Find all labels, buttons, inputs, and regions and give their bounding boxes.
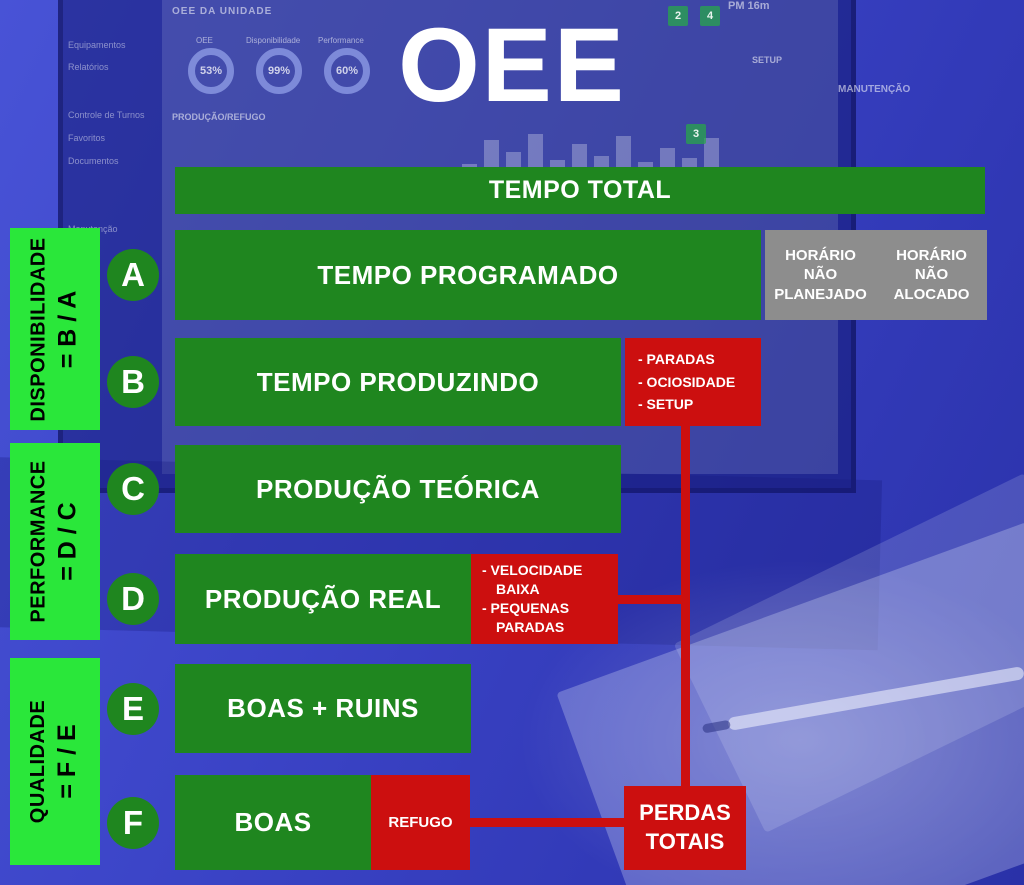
performance-formula: = D / C: [53, 502, 82, 581]
bg-badge: 3: [686, 124, 706, 144]
pen-background: [727, 666, 1024, 731]
connector-quality-loss: [470, 818, 627, 827]
bg-donut-label: Disponibilidade: [246, 36, 301, 45]
boas-bar: BOAS: [175, 775, 371, 870]
boas-ruins-label: BOAS + RUINS: [227, 693, 419, 723]
availability-losses-box: - PARADAS - OCIOSIDADE - SETUP: [625, 338, 761, 426]
tempo-total-bar: TEMPO TOTAL: [175, 167, 985, 214]
producao-real-label: PRODUÇÃO REAL: [204, 583, 442, 614]
bg-sidebar-item: Documentos: [68, 156, 119, 166]
bg-badge: 4: [700, 6, 720, 26]
producao-teorica-bar: PRODUÇÃO TEÓRICA: [175, 445, 621, 533]
bg-donut-label: OEE: [196, 36, 213, 45]
qualidade-name: QUALIDADE: [27, 699, 50, 824]
row-letter-b: B: [107, 356, 159, 408]
performance-name: PERFORMANCE: [27, 460, 50, 623]
bg-badge: 2: [668, 6, 688, 26]
producao-teorica-label: PRODUÇÃO TEÓRICA: [256, 473, 540, 504]
bg-donut-chart: 99%: [256, 48, 302, 94]
paper2-background: [673, 473, 1024, 833]
row-letter-d: D: [107, 573, 159, 625]
bg-donut-label: Performance: [318, 36, 364, 45]
tempo-total-label: TEMPO TOTAL: [488, 176, 672, 204]
qualidade-formula: = F / E: [53, 724, 82, 799]
row-letter-e: E: [107, 683, 159, 735]
row-letter-c: C: [107, 463, 159, 515]
tempo-programado-bar: TEMPO PROGRAMADO: [175, 230, 761, 320]
tempo-produzindo-label: TEMPO PRODUZINDO: [256, 366, 540, 397]
refugo-box: REFUGO: [371, 775, 470, 870]
disponibilidade-label-box: DISPONIBILIDADE = B / A: [10, 228, 100, 430]
bg-donut-chart: 53%: [188, 48, 234, 94]
performance-losses-box: - VELOCIDADE BAIXA - PEQUENAS PARADAS: [471, 554, 618, 644]
disponibilidade-formula: = B / A: [53, 290, 82, 368]
perdas-totais-box: PERDAS TOTAIS: [624, 786, 746, 870]
refugo-label: REFUGO: [388, 814, 453, 831]
page-title: OEE: [398, 7, 626, 124]
performance-label-box: PERFORMANCE = D / C: [10, 443, 100, 640]
tempo-produzindo-bar: TEMPO PRODUZINDO: [175, 338, 621, 426]
bg-donut-chart: 60%: [324, 48, 370, 94]
boas-label: BOAS: [234, 807, 312, 837]
connector-performance-loss: [618, 595, 684, 604]
disponibilidade-name: DISPONIBILIDADE: [27, 236, 50, 422]
boas-ruins-bar: BOAS + RUINS: [175, 664, 471, 753]
connector-losses-vertical: [681, 426, 690, 786]
qualidade-label-box: QUALIDADE = F / E: [10, 658, 100, 865]
row-letter-a: A: [107, 249, 159, 301]
producao-real-bar: PRODUÇÃO REAL: [175, 554, 471, 644]
row-letter-f: F: [107, 797, 159, 849]
tempo-programado-label: TEMPO PROGRAMADO: [317, 259, 619, 290]
bg-sidebar-item: Favoritos: [68, 133, 106, 143]
